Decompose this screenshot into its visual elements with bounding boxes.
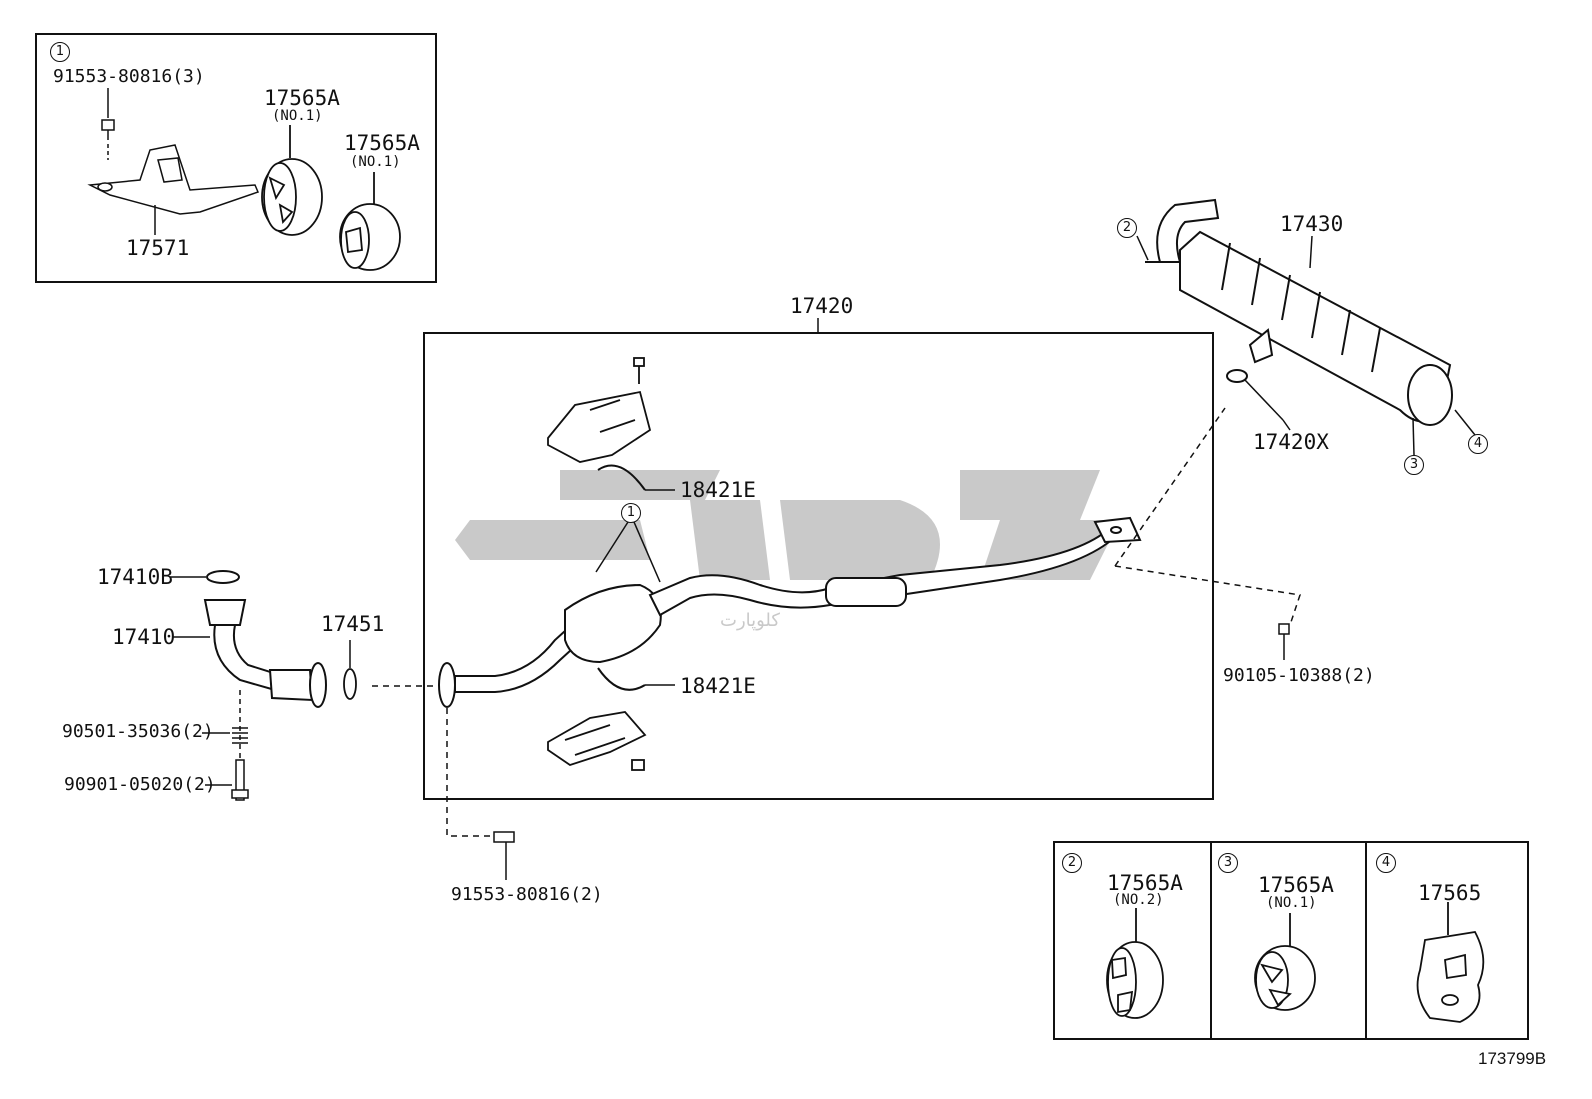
part-label: 17565A [264,86,340,110]
hanger-rubber-icon-2 [339,172,401,271]
part-label: 17565A [344,131,420,155]
exhaust-pipe-icon [203,570,327,708]
ref-marker: 3 [1404,455,1424,475]
clamp-upper-icon [597,464,646,491]
part-label: 17565A [1107,871,1183,895]
stud-bolt-icon [231,759,249,801]
clamp-lower-icon [597,667,646,691]
part-label: 91553-80816(2) [451,884,603,905]
bolt-icon-tail [1278,623,1290,660]
ref-marker: 1 [50,42,70,62]
part-label: 90901-05020(2) [64,774,216,795]
part-label: 90501-35036(2) [62,721,214,742]
part-label: 18421E [680,674,756,698]
part-note: (NO.1) [350,154,401,170]
ref-marker: 4 [1468,434,1488,454]
inset-frame-bottom [1053,841,1529,1040]
watermark: کلوپارت [720,610,780,631]
part-label: 17410B [97,565,173,589]
bolt-icon-bottom [493,831,515,880]
ref-marker: 1 [621,503,641,523]
inset-frame-1 [35,33,437,283]
part-label: 17430 [1280,212,1344,236]
gasket-17451-icon [343,668,357,700]
heat-insulator-lower-icon [547,711,647,771]
front-pipe-icon [438,516,1142,708]
part-label: 17565 [1418,881,1482,905]
hanger-rubber-icon-17565 [1416,902,1485,1023]
bolt-icon-inset [101,88,115,160]
heat-insulator-upper-icon [547,357,652,463]
ref-marker: 4 [1376,853,1396,873]
ref-marker: 2 [1062,853,1082,873]
spring-icon [232,727,248,744]
muffler-icon [1145,198,1453,426]
watermark-shapes [455,470,1120,580]
part-label: 17420X [1253,430,1329,454]
part-label: 17451 [321,612,385,636]
ref-marker: 3 [1218,853,1238,873]
diagram-id: 173799B [1478,1049,1547,1068]
part-label: 91553-80816(3) [53,66,205,87]
part-label: 18421E [680,478,756,502]
ref-marker: 2 [1117,218,1137,238]
part-label: 90105-10388(2) [1223,665,1375,686]
hanger-rubber-icon-no2 [1106,908,1164,1019]
part-label: 17571 [126,236,190,260]
part-label: 17410 [112,625,176,649]
hanger-rubber-icon-no1 [1254,913,1316,1011]
part-label: 17420 [790,294,854,318]
part-note: (NO.2) [1113,892,1164,908]
part-label: 17565A [1258,873,1334,897]
part-note: (NO.1) [272,108,323,124]
hanger-rubber-icon-1 [261,125,323,236]
part-note: (NO.1) [1266,895,1317,911]
bracket-icon [87,144,260,235]
